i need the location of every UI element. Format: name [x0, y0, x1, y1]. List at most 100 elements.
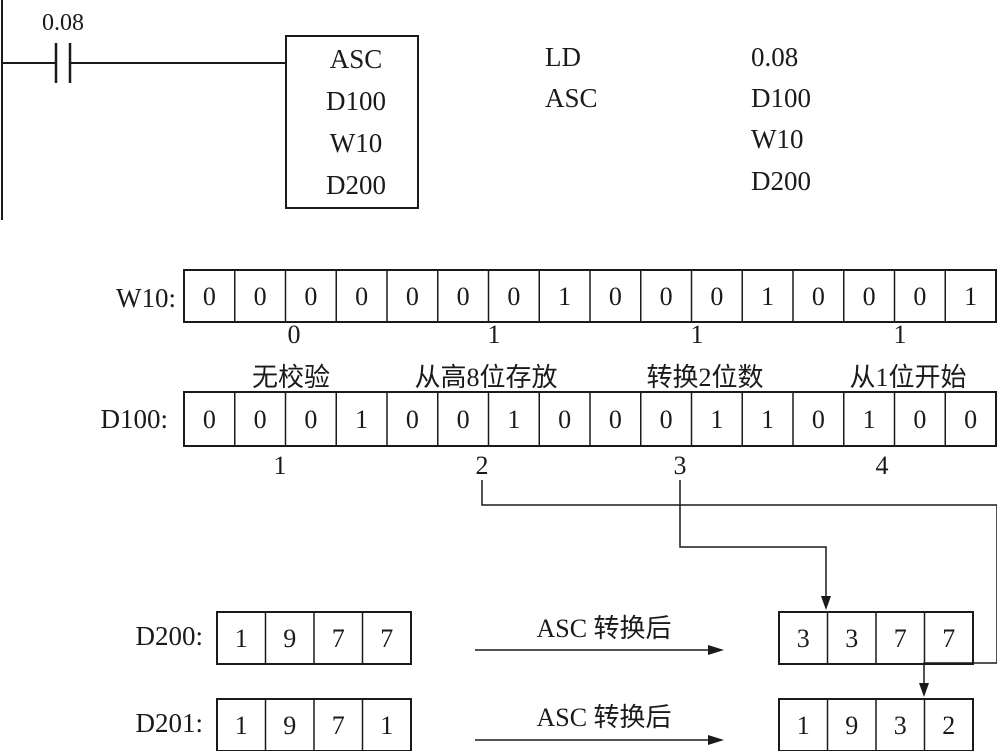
d100-bit-cell: 0 [609, 405, 622, 434]
mnemonic-listing: LD ASC 0.08 D100 W10 D200 [545, 42, 811, 196]
d100-digit-value: 4 [876, 451, 889, 480]
mnemonic-instr-asc: ASC [545, 83, 598, 113]
asc-instruction-box [285, 35, 419, 209]
w10-bit-cell: 1 [964, 282, 977, 311]
w10-bit-cell: 0 [457, 282, 470, 311]
d201-after-cell: 3 [894, 711, 907, 740]
contact-address: 0.08 [42, 10, 84, 36]
w10-digit-value: 1 [488, 320, 501, 349]
w10-digit-value: 1 [894, 320, 907, 349]
w10-bit-cell: 0 [355, 282, 368, 311]
arrowhead-d201 [919, 683, 929, 697]
d201-before-cell: 7 [332, 711, 345, 740]
mnemonic-operand: W10 [751, 124, 803, 154]
w10-bit-cells: 0 0 0 0 0 0 0 1 0 0 0 1 0 0 0 1 [183, 269, 997, 323]
box-line-source: W10 [330, 128, 382, 158]
mnemonic-operand: D200 [751, 166, 811, 196]
w10-bit-cell: 0 [406, 282, 419, 311]
d201-before-cell: 1 [235, 711, 248, 740]
w10-bit-cell: 0 [304, 282, 317, 311]
d201-before-cell: 1 [380, 711, 393, 740]
d100-bit-cell: 1 [710, 405, 723, 434]
d100-bit-cell: 0 [304, 405, 317, 434]
d200-after-cell: 3 [797, 624, 810, 653]
d200-after-cells: 3 3 7 7 [778, 611, 974, 665]
d100-bit-cell: 0 [203, 405, 216, 434]
d200-convert-arrowhead [708, 645, 724, 655]
w10-bit-cell: 0 [812, 282, 825, 311]
d100-bit-cell: 0 [812, 405, 825, 434]
w10-bit-cell: 1 [558, 282, 571, 311]
box-line-destination: D200 [326, 170, 386, 200]
d100-bit-cell: 1 [355, 405, 368, 434]
d100-bit-cell: 0 [964, 405, 977, 434]
d100-bit-cell: 1 [761, 405, 774, 434]
w10-bit-cell: 0 [254, 282, 267, 311]
d100-label: D100: [101, 404, 169, 434]
d201-convert-arrowhead [708, 735, 724, 745]
box-line-control: D100 [326, 86, 386, 116]
d100-bit-cell: 0 [457, 405, 470, 434]
w10-bit-cell: 0 [609, 282, 622, 311]
w10-bit-cell: 1 [761, 282, 774, 311]
w10-bit-cell: 0 [863, 282, 876, 311]
d100-bit-cell: 0 [558, 405, 571, 434]
d200-before-cell: 7 [380, 624, 393, 653]
mnemonic-instr-ld: LD [545, 42, 581, 72]
d200-before-cell: 7 [332, 624, 345, 653]
d100-bit-cell: 1 [507, 405, 520, 434]
route-digit-3-to-d200 [679, 480, 827, 598]
routing-lines [481, 480, 997, 697]
meaning-start-digit: 从1位开始 [849, 363, 966, 392]
ladder-rung: 0.08 ASC D100 W10 D200 [1, 0, 419, 220]
d100-digit-value: 3 [674, 451, 687, 480]
w10-bit-cell: 0 [710, 282, 723, 311]
meaning-digit-count: 转换2位数 [646, 363, 763, 392]
w10-bit-cell: 0 [507, 282, 520, 311]
d200-after-cell: 7 [894, 624, 907, 653]
meaning-parity: 无校验 [252, 363, 330, 392]
d100-bit-cell: 1 [863, 405, 876, 434]
d200-after-cell: 3 [845, 624, 858, 653]
meaning-store-position: 从高8位存放 [414, 363, 557, 392]
d201-after-cell: 1 [797, 711, 810, 740]
w10-digit-value: 0 [288, 320, 301, 349]
d201-after-cell: 9 [845, 711, 858, 740]
d100-bit-cell: 0 [913, 405, 926, 434]
d201-before-cell: 9 [283, 711, 296, 740]
d100-digit-value: 1 [274, 451, 287, 480]
w10-digit-value: 1 [691, 320, 704, 349]
d100-bit-cell: 0 [406, 405, 419, 434]
d100-bit-cell: 0 [254, 405, 267, 434]
box-line-instruction: ASC [330, 44, 383, 74]
arrowhead-d200 [821, 596, 831, 610]
d100-digit-value: 2 [476, 451, 489, 480]
d201-label: D201: [136, 708, 204, 738]
d200-after-cell: 7 [942, 624, 955, 653]
w10-label: W10: [116, 283, 176, 313]
mnemonic-operand: D100 [751, 83, 811, 113]
w10-bit-cell: 0 [913, 282, 926, 311]
route-digit-2-to-d201 [481, 480, 997, 685]
d200-before-cell: 9 [283, 624, 296, 653]
w10-bit-cell: 0 [660, 282, 673, 311]
d200-before-cell: 1 [235, 624, 248, 653]
d201-arrow-label: ASC 转换后 [536, 703, 671, 732]
d201-after-cell: 2 [942, 711, 955, 740]
d100-bit-cell: 0 [660, 405, 673, 434]
w10-bit-cell: 0 [203, 282, 216, 311]
mnemonic-operand: 0.08 [751, 42, 798, 72]
control-meanings: 无校验 从高8位存放 转换2位数 从1位开始 [252, 363, 967, 392]
d200-arrow-label: ASC 转换后 [536, 614, 671, 643]
d100-bit-cells: 0 0 0 1 0 0 1 0 0 0 1 1 0 1 0 0 [183, 391, 997, 447]
d200-label: D200: [136, 621, 204, 651]
